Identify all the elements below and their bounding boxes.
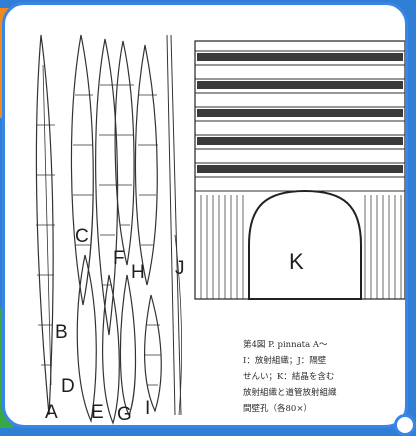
caption-line: 間壁孔（各80×） — [243, 401, 408, 417]
label-f: F — [113, 249, 125, 268]
caption-line: I：放射組織；J：隔壁 — [243, 353, 408, 369]
figure-card: A B C D E F G H I J K 第4図 P. pinnata A〜 … — [2, 2, 408, 428]
label-c: C — [75, 227, 89, 246]
label-i: I — [145, 399, 150, 418]
caption-line: 第4図 P. pinnata A〜 — [243, 337, 408, 353]
label-k: K — [289, 251, 304, 273]
label-g: G — [117, 405, 132, 424]
caption-line: 放射組織と道管放射組織 — [243, 385, 408, 401]
figure-caption: 第4図 P. pinnata A〜 I：放射組織；J：隔壁 せんい；K：結晶を含… — [243, 337, 408, 417]
label-a: A — [45, 403, 58, 422]
label-d: D — [61, 377, 75, 396]
label-h: H — [131, 263, 145, 282]
caption-line: せんい；K：結晶を含む — [243, 369, 408, 385]
label-e: E — [91, 403, 104, 422]
label-b: B — [55, 323, 68, 342]
resize-handle[interactable] — [394, 414, 416, 436]
label-j: J — [175, 259, 185, 278]
ray-cell-strands — [36, 35, 182, 423]
